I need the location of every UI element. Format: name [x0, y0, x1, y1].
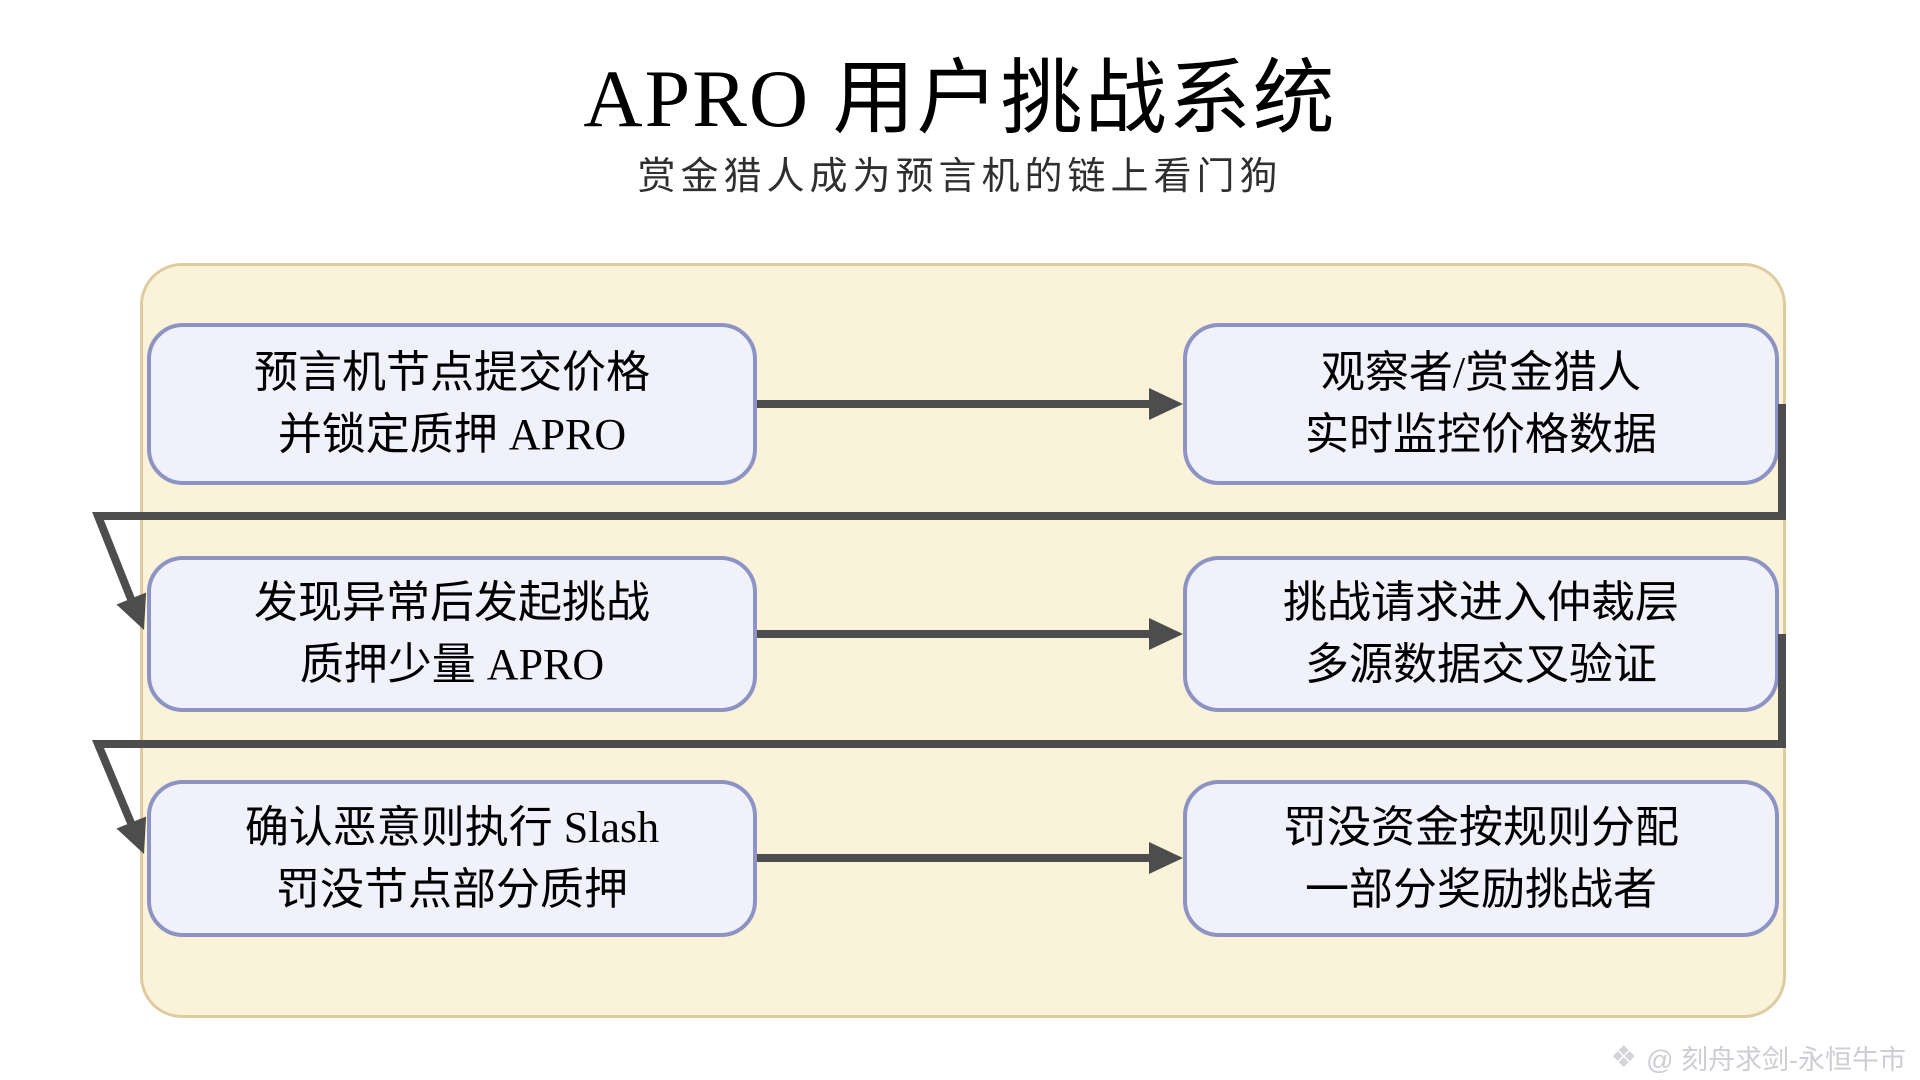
node-initiate-challenge: 发现异常后发起挑战 质押少量 APRO [147, 556, 757, 712]
page-subtitle: 赏金猎人成为预言机的链上看门狗 [637, 156, 1283, 198]
node-line: 质押少量 APRO [299, 640, 605, 689]
node-line: 发现异常后发起挑战 [254, 578, 650, 628]
node-oracle-submit: 预言机节点提交价格 并锁定质押 APRO [147, 323, 757, 485]
node-label: 罚没资金按规则分配 一部分奖励挑战者 [1283, 797, 1679, 920]
node-label: 发现异常后发起挑战 质押少量 APRO [254, 572, 650, 695]
node-line: 罚没节点部分质押 [275, 864, 628, 914]
page-title: APRO 用户挑战系统 [583, 53, 1337, 144]
node-line: 挑战请求进入仲裁层 [1283, 578, 1679, 628]
node-line: 罚没资金按规则分配 [1283, 802, 1679, 852]
node-label: 挑战请求进入仲裁层 多源数据交叉验证 [1283, 572, 1679, 695]
node-line: 预言机节点提交价格 [254, 348, 650, 398]
node-line: 多源数据交叉验证 [1305, 640, 1657, 689]
node-line: 并锁定质押 APRO [277, 410, 627, 459]
node-label: 预言机节点提交价格 并锁定质押 APRO [254, 342, 650, 465]
node-label: 确认恶意则执行 Slash 罚没节点部分质押 [245, 797, 659, 920]
watermark-text: @ 刻舟求剑-永恒牛市 [1646, 1045, 1906, 1075]
gem-logo-icon: ❖ [1610, 1040, 1638, 1074]
node-line: 观察者/赏金猎人 [1320, 348, 1642, 398]
node-arbitration-verify: 挑战请求进入仲裁层 多源数据交叉验证 [1183, 556, 1779, 712]
node-observer-monitor: 观察者/赏金猎人 实时监控价格数据 [1183, 323, 1779, 485]
node-distribute-rewards: 罚没资金按规则分配 一部分奖励挑战者 [1183, 780, 1779, 937]
node-line: 一部分奖励挑战者 [1305, 864, 1657, 914]
node-execute-slash: 确认恶意则执行 Slash 罚没节点部分质押 [147, 780, 757, 937]
watermark: ❖ @ 刻舟求剑-永恒牛市 [1610, 1038, 1906, 1077]
node-line: 确认恶意则执行 Slash [244, 802, 660, 852]
node-line: 实时监控价格数据 [1305, 410, 1657, 459]
node-label: 观察者/赏金猎人 实时监控价格数据 [1305, 342, 1657, 465]
